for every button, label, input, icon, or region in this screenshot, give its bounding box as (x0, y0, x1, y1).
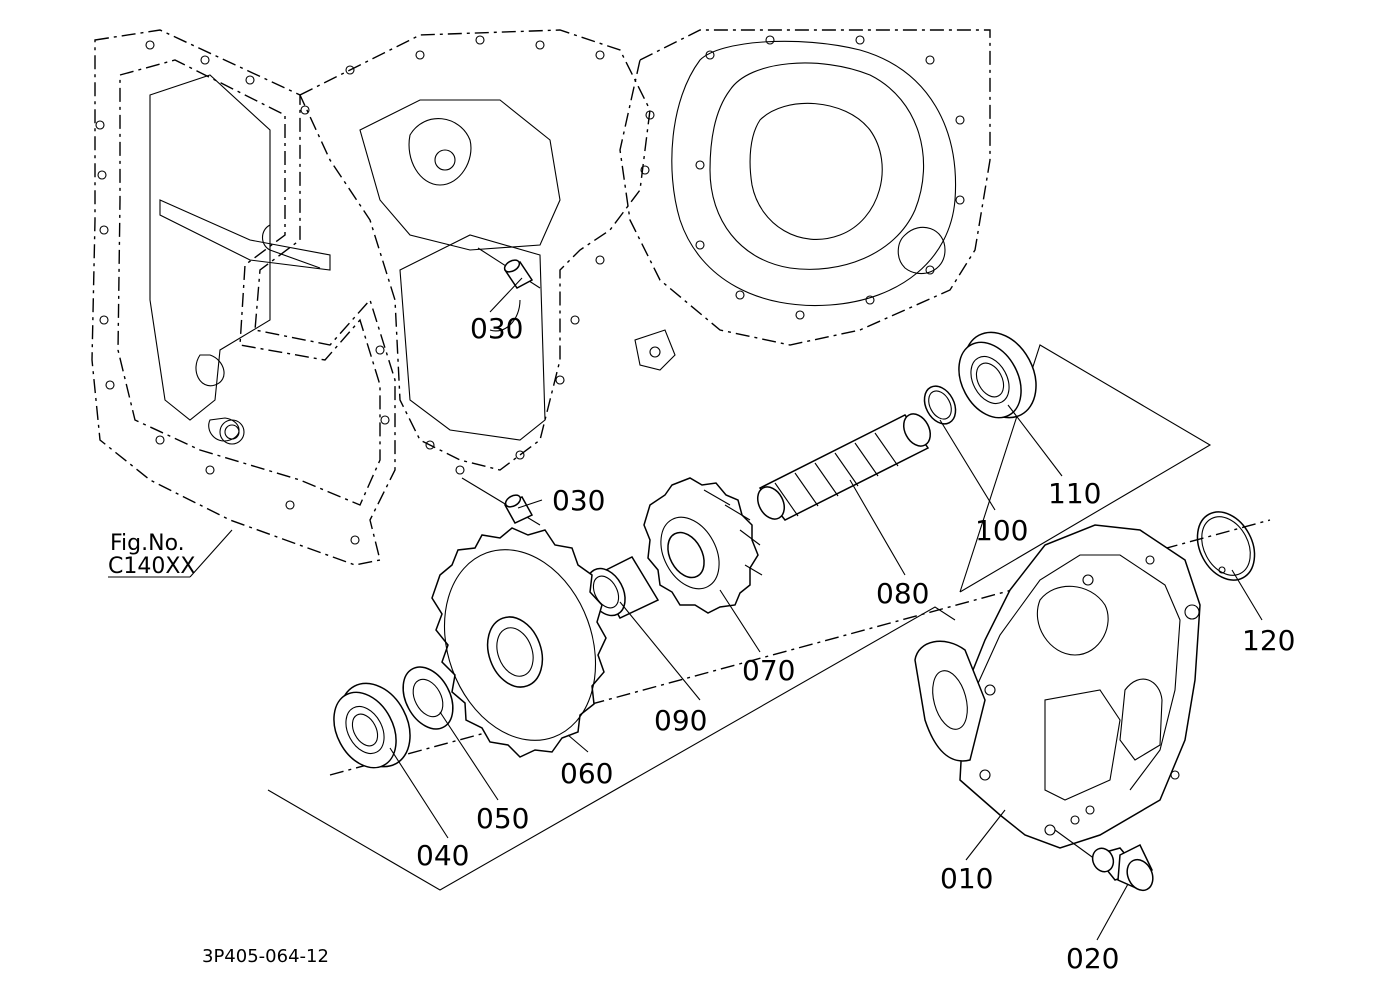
drawing-number: 3P405-064-12 (202, 946, 329, 967)
snap-ring-shaft (923, 385, 957, 425)
small-gear (643, 477, 763, 614)
figure-reference: Fig.No. C140XX (108, 531, 196, 579)
ball-bearing-left (333, 682, 411, 769)
callout-030-lower: 030 (552, 484, 605, 517)
callout-080: 080 (876, 577, 929, 610)
fig-no-code: C140XX (108, 554, 196, 579)
callout-110: 110 (1048, 477, 1101, 510)
callout-050: 050 (476, 802, 529, 835)
callout-090: 090 (654, 704, 707, 737)
dowel-pin-upper (477, 247, 541, 289)
dowel-pin-lower (461, 477, 541, 526)
callout-060: 060 (560, 757, 613, 790)
callout-030-upper: 030 (470, 312, 523, 345)
drain-plug (1054, 829, 1154, 892)
ball-bearing-right (958, 331, 1037, 419)
part-callouts: 010 020 030 030 040 050 060 070 080 090 … (416, 312, 1295, 975)
internal-snap-ring (1196, 511, 1256, 581)
callout-040: 040 (416, 839, 469, 872)
leader-lines (108, 277, 1263, 941)
pto-cover-case (914, 524, 1201, 849)
pto-shaft (756, 413, 932, 521)
callout-070: 070 (742, 654, 795, 687)
callout-120: 120 (1242, 624, 1295, 657)
callout-020: 020 (1066, 942, 1119, 975)
transmission-housing (91, 29, 991, 566)
callout-100: 100 (975, 514, 1028, 547)
callout-010: 010 (940, 862, 993, 895)
fig-no-label: Fig.No. (110, 531, 185, 556)
large-gear (431, 527, 607, 758)
